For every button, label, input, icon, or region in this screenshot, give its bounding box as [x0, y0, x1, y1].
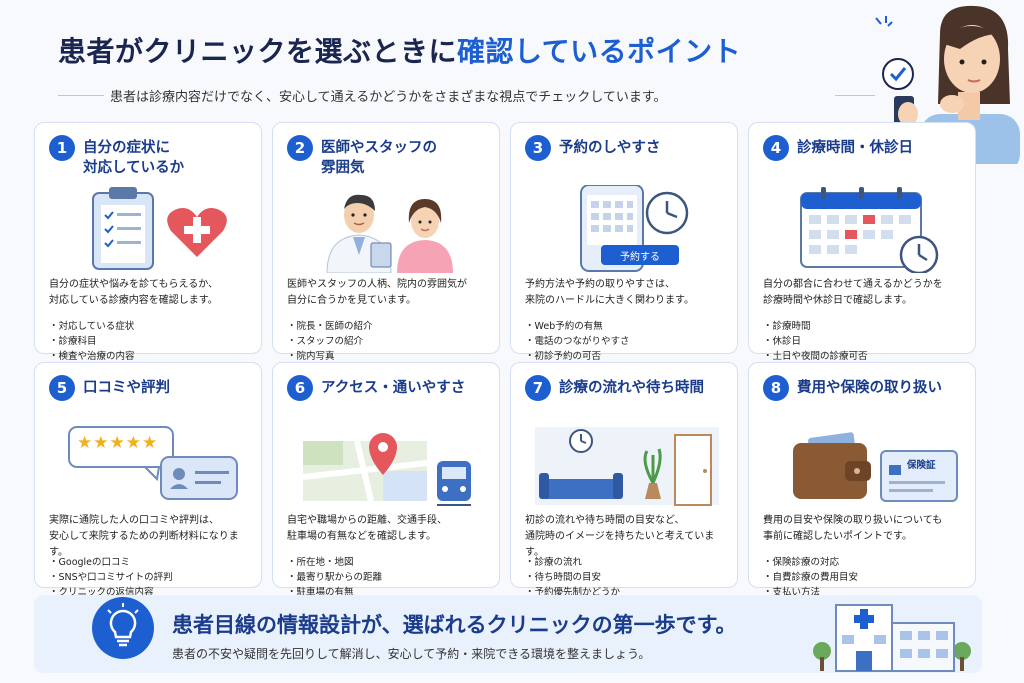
card-description: 自宅や職場からの距離、交通手段、 駐車場の有無などを確認します。: [287, 515, 447, 542]
sparkle-lines-icon: [875, 16, 893, 27]
card-title: アクセス・通いやすさ: [321, 380, 466, 396]
card-checklist: 対応している症状 診療科目 検査や治療の内容: [49, 319, 247, 364]
list-item: 最寄り駅からの距離: [287, 570, 485, 585]
card-symptoms: 1 自分の症状に 対応しているか 自分の症状や悩みを診てもらえるか、 対応してい…: [34, 122, 262, 362]
card-title: 医師やスタッフの 雰囲気: [321, 140, 437, 176]
banner-title: 患者目線の情報設計が、選ばれるクリニックの第一歩です。: [172, 613, 737, 637]
card-number-badge: 7: [525, 375, 551, 401]
list-item: スタッフの紹介: [287, 334, 485, 349]
card-description: 予約方法や予約の取りやすさは、 来院のハードルに大きく関わります。: [525, 279, 694, 306]
list-item: 予約優先制かどうか: [525, 585, 723, 600]
lightbulb-icon: [92, 597, 154, 659]
card-checklist: 所在地・地図 最寄り駅からの距離 駐車場の有無: [287, 555, 485, 600]
card-number-badge: 4: [763, 135, 789, 161]
card-title: 予約のしやすさ: [559, 140, 661, 156]
card-hours: 4 診療時間・休診日 自分の都合に合わせて通えるかどうかを 診療時間や休診日で確…: [748, 122, 976, 362]
card-flow: 7 診療の流れや待ち時間 初診の流れや待ち時間の目安など、 通院時のイメージを持…: [510, 362, 738, 598]
list-item: 自費診療の費用目安: [763, 570, 961, 585]
card-checklist: 診療時間 休診日 土日や夜間の診療可否: [763, 319, 961, 364]
card-number-badge: 6: [287, 375, 313, 401]
card-staff: 2 医師やスタッフの 雰囲気 医師やスタッフの人柄、院内の雰囲気が 自分に合うか…: [272, 122, 500, 362]
card-title: 診療の流れや待ち時間: [559, 380, 704, 396]
page-subtitle: 患者は診療内容だけでなく、安心して通えるかどうかをさまざまな視点でチェックしてい…: [110, 90, 667, 105]
card-reviews: 5 口コミや評判 ★★★★★ 実際に通院した人の口コミや評判は、 安心して来院す…: [34, 362, 262, 598]
list-item: 土日や夜間の診療可否: [763, 349, 961, 364]
card-access: 6 アクセス・通いやすさ 自宅や職場からの距離、交通手段、 駐車場の有無などを確…: [272, 362, 500, 598]
list-item: 診療時間: [763, 319, 961, 334]
page-title-main: 患者がクリニックを選ぶときに: [58, 35, 458, 68]
card-title: 費用や保険の取り扱い: [797, 380, 942, 396]
card-number-badge: 1: [49, 135, 75, 161]
summary-banner: 患者目線の情報設計が、選ばれるクリニックの第一歩です。 患者の不安や疑問を先回り…: [34, 595, 982, 673]
card-description: 自分の症状や悩みを診てもらえるか、 対応している診療内容を確認します。: [49, 279, 218, 306]
waiting-room-illustration: [535, 427, 719, 506]
card-title: 自分の症状に 対応しているか: [83, 140, 185, 176]
list-item: 保険診療の対応: [763, 555, 961, 570]
list-item: 支払い方法: [763, 585, 961, 600]
list-item: Web予約の有無: [525, 319, 723, 334]
list-item: 所在地・地図: [287, 555, 485, 570]
card-cost: 8 費用や保険の取り扱い 保険証 費用の目安や保険の取り扱いについても 事前に確…: [748, 362, 976, 598]
subtitle-line-left: [58, 95, 104, 96]
map-pin-train-illustration: [302, 433, 471, 506]
card-number-badge: 3: [525, 135, 551, 161]
card-checklist: 院長・医師の紹介 スタッフの紹介 院内写真: [287, 319, 485, 364]
doctor-nurse-illustration: [326, 194, 453, 273]
list-item: 院内写真: [287, 349, 485, 364]
card-title: 診療時間・休診日: [797, 140, 913, 156]
card-number-badge: 8: [763, 375, 789, 401]
card-number-badge: 5: [49, 375, 75, 401]
card-title: 口コミや評判: [83, 380, 170, 396]
clipboard-heart-illustration: [92, 187, 227, 270]
card-description: 初診の流れや待ち時間の目安など、 通院時のイメージを持ちたいと考えています。: [525, 515, 715, 558]
list-item: SNSや口コミサイトの評判: [49, 570, 247, 585]
card-number-badge: 2: [287, 135, 313, 161]
card-checklist: 診療の流れ 待ち時間の目安 予約優先制かどうか: [525, 555, 723, 600]
card-checklist: Googleの口コミ SNSや口コミサイトの評判 クリニックの返信内容: [49, 555, 247, 600]
review-bubbles-illustration: [68, 426, 238, 500]
card-description: 自分の都合に合わせて通えるかどうかを 診療時間や休診日で確認します。: [763, 279, 943, 306]
calendar-clock-illustration: [800, 187, 939, 273]
list-item: 診療の流れ: [525, 555, 723, 570]
list-item: 診療科目: [49, 334, 247, 349]
list-item: 電話のつながりやすさ: [525, 334, 723, 349]
card-reservation: 3 予約のしやすさ 予約する 予約方法や予約の取りやすさは、 来院のハードルに大…: [510, 122, 738, 362]
phone-calendar-illustration: [580, 185, 689, 272]
list-item: 検査や治療の内容: [49, 349, 247, 364]
list-item: 駐車場の有無: [287, 585, 485, 600]
list-item: 対応している症状: [49, 319, 247, 334]
list-item: クリニックの返信内容: [49, 585, 247, 600]
card-checklist: 保険診療の対応 自費診療の費用目安 支払い方法: [763, 555, 961, 600]
clinic-building-illustration: [813, 604, 971, 672]
card-checklist: Web予約の有無 電話のつながりやすさ 初診予約の可否: [525, 319, 723, 364]
list-item: 院長・医師の紹介: [287, 319, 485, 334]
card-description: 費用の目安や保険の取り扱いについても 事前に確認したいポイントです。: [763, 515, 943, 542]
page-title: 患者がクリニックを選ぶときに確認しているポイント: [58, 30, 741, 70]
wallet-insurance-card-illustration: [793, 432, 958, 502]
banner-text: 患者の不安や疑問を先回りして解消し、安心して予約・来院できる環境を整えましょう。: [172, 647, 651, 661]
insurance-card-label: 保険証: [907, 460, 936, 471]
list-item: 待ち時間の目安: [525, 570, 723, 585]
list-item: 休診日: [763, 334, 961, 349]
list-item: Googleの口コミ: [49, 555, 247, 570]
rating-stars: ★★★★★: [77, 433, 159, 453]
reserve-button: 予約する: [601, 245, 679, 265]
card-description: 医師やスタッフの人柄、院内の雰囲気が 自分に合うかを見ています。: [287, 279, 467, 306]
list-item: 初診予約の可否: [525, 349, 723, 364]
subtitle-line-right: [835, 95, 875, 96]
page-title-accent: 確認しているポイント: [457, 35, 742, 68]
card-description: 実際に通院した人の口コミや評判は、 安心して来院するための判断材料になります。: [49, 515, 239, 558]
